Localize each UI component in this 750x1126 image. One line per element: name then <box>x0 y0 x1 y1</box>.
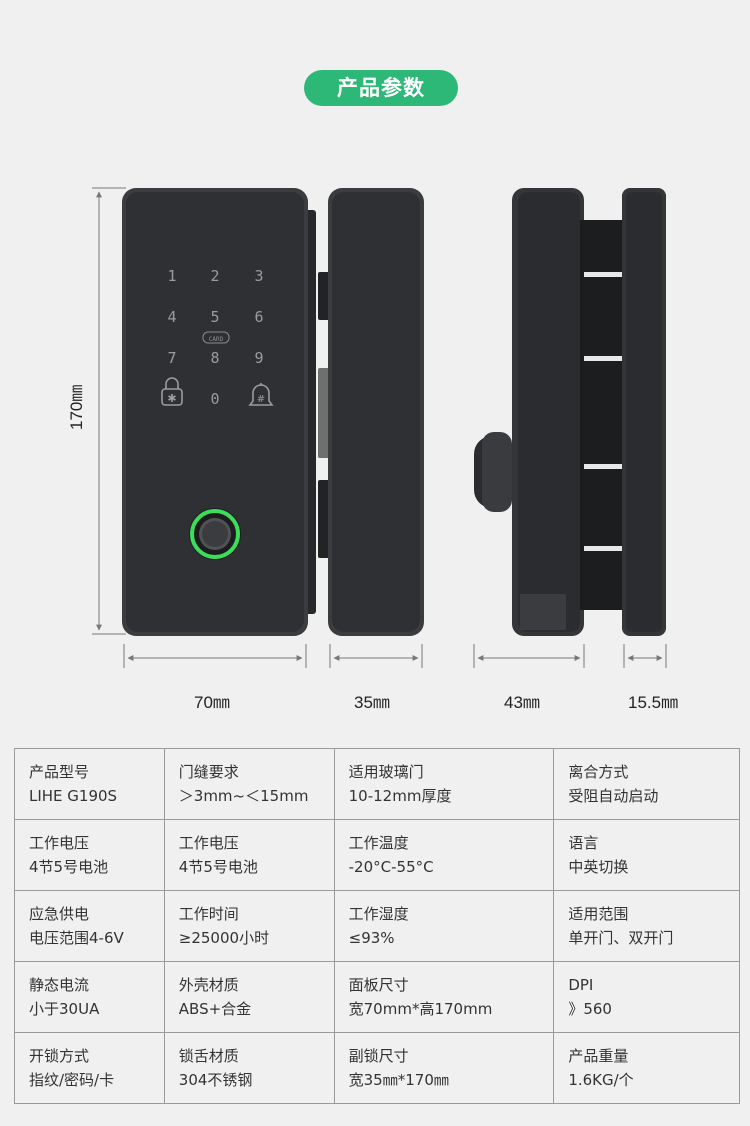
spec-value: ＞3mm~＜15mm <box>178 787 309 805</box>
keypad-key-7: 7 <box>167 349 176 367</box>
spec-cell: 开锁方式指纹/密码/卡 <box>14 1032 165 1104</box>
spec-label: 离合方式 <box>568 763 629 781</box>
back-width-label: 35㎜ <box>354 693 390 712</box>
spec-label: 应急供电 <box>29 905 90 923</box>
spec-label: 外壳材质 <box>178 976 239 994</box>
spec-value: 》560 <box>568 1000 612 1018</box>
keypad-key-2: 2 <box>210 267 219 285</box>
spec-cell: 适用范围单开门、双开门 <box>553 890 740 962</box>
spec-label: 产品重量 <box>568 1047 629 1065</box>
card-label: CARD <box>209 336 224 343</box>
keypad-key-6: 6 <box>254 308 263 326</box>
keypad-key-0: 0 <box>210 390 219 408</box>
spec-row: 静态电流小于30UA 外壳材质 ABS+合金 面板尺寸宽70mm*高170mm DPI 》… <box>14 961 740 1033</box>
spec-label: 副锁尺寸 <box>348 1047 409 1065</box>
height-label: 170㎜ <box>67 384 86 430</box>
strike-depth-dimension <box>623 644 667 668</box>
spec-label: 静态电流 <box>29 976 90 994</box>
spec-label: 适用玻璃门 <box>348 763 424 781</box>
spec-value: 单开门、双开门 <box>568 929 674 947</box>
spec-label: 工作电压 <box>178 834 239 852</box>
fingerprint-sensor <box>189 508 241 560</box>
height-dimension-line <box>92 187 126 635</box>
spec-cell: 适用玻璃门 10-12mm厚度 <box>333 748 555 820</box>
spec-label: 语言 <box>568 834 599 852</box>
spec-label: DPI <box>568 976 594 994</box>
card-reader-badge <box>202 331 230 344</box>
lock-icon: ✱ <box>161 377 183 406</box>
svg-text:✱: ✱ <box>167 392 176 405</box>
spec-row: 应急供电电压范围4-6V 工作时间 ≥25000小时 工作湿度 ≤93% 适用范围单开门、… <box>14 890 740 962</box>
keypad-key-1: 1 <box>167 267 176 285</box>
front-lock-panel <box>122 188 316 636</box>
spec-label: 适用范围 <box>568 905 629 923</box>
side-view <box>474 188 666 636</box>
side-depth-label: 43㎜ <box>504 693 540 712</box>
spec-cell: 工作温度 -20°C-55°C <box>333 819 555 891</box>
spec-value: 10-12mm厚度 <box>348 787 452 805</box>
keypad-key-4: 4 <box>167 308 176 326</box>
spec-value: ABS+合金 <box>178 1000 252 1018</box>
product-diagram: 1 2 3 4 5 6 7 8 9 0 CARD ✱ # <box>92 187 667 668</box>
rear-strike-plate <box>318 188 424 636</box>
spec-cell: 外壳材质 ABS+合金 <box>163 961 335 1033</box>
spec-value: 4节5号电池 <box>29 858 109 876</box>
spec-value: 4节5号电池 <box>178 858 258 876</box>
spec-cell: 离合方式受阻自动启动 <box>553 748 740 820</box>
spec-label: 锁舌材质 <box>178 1047 239 1065</box>
front-width-label: 70㎜ <box>194 693 230 712</box>
spec-label: 产品型号 <box>29 763 90 781</box>
spec-cell: 工作电压 4节5号电池 <box>14 819 165 891</box>
spec-cell: 应急供电电压范围4-6V <box>14 890 165 962</box>
spec-value: 指纹/密码/卡 <box>29 1071 115 1089</box>
spec-cell: 工作时间 ≥25000小时 <box>163 890 335 962</box>
spec-cell: 工作电压 4节5号电池 <box>163 819 335 891</box>
spec-value: -20°C-55°C <box>348 858 434 876</box>
spec-value: 304不锈钢 <box>178 1071 253 1089</box>
spec-value: ≤93% <box>348 929 395 947</box>
spec-value: 小于30UA <box>29 1000 100 1018</box>
page-title: 产品参数 <box>304 70 458 106</box>
spec-value: 1.6KG/个 <box>568 1071 634 1089</box>
spec-value: ≥25000小时 <box>178 929 270 947</box>
spec-cell: 工作湿度 ≤93% <box>333 890 555 962</box>
spec-value: 宽70mm*高170mm <box>348 1000 493 1018</box>
spec-cell: 产品型号 LIHE G190S <box>14 748 165 820</box>
spec-cell: DPI 》560 <box>553 961 740 1033</box>
spec-label: 面板尺寸 <box>348 976 409 994</box>
strike-depth-label: 15.5㎜ <box>628 693 679 712</box>
doorbell-icon: # <box>248 383 274 406</box>
spec-value: 电压范围4-6V <box>29 929 124 947</box>
side-depth-dimension <box>473 644 585 668</box>
spec-cell: 语言中英切换 <box>553 819 740 891</box>
spec-cell: 产品重量 1.6KG/个 <box>553 1032 740 1104</box>
spec-label: 工作温度 <box>348 834 409 852</box>
spec-label: 开锁方式 <box>29 1047 90 1065</box>
spec-row: 产品型号 LIHE G190S 门缝要求 ＞3mm~＜15mm 适用玻璃门 10-12mm… <box>14 748 740 820</box>
front-width-dimension <box>123 644 307 668</box>
spec-cell: 静态电流小于30UA <box>14 961 165 1033</box>
spec-label: 工作时间 <box>178 905 239 923</box>
keypad: 1 2 3 4 5 6 7 8 9 0 CARD <box>167 267 263 408</box>
keypad-key-3: 3 <box>254 267 263 285</box>
keypad-key-5: 5 <box>210 308 219 326</box>
svg-text:#: # <box>257 394 265 405</box>
spec-cell: 锁舌材质 304不锈钢 <box>163 1032 335 1104</box>
spec-cell: 副锁尺寸宽35㎜*170㎜ <box>333 1032 555 1104</box>
spec-table: 产品型号 LIHE G190S 门缝要求 ＞3mm~＜15mm 适用玻璃门 10-12mm… <box>14 748 740 1104</box>
spec-value: LIHE G190S <box>29 787 118 805</box>
back-width-dimension <box>329 644 423 668</box>
spec-cell: 门缝要求 ＞3mm~＜15mm <box>163 748 335 820</box>
spec-value: 受阻自动启动 <box>568 787 659 805</box>
spec-label: 门缝要求 <box>178 763 239 781</box>
spec-value: 宽35㎜*170㎜ <box>348 1071 449 1089</box>
spec-label: 工作湿度 <box>348 905 409 923</box>
keypad-key-8: 8 <box>210 349 219 367</box>
spec-cell: 面板尺寸宽70mm*高170mm <box>333 961 555 1033</box>
keypad-key-9: 9 <box>254 349 263 367</box>
spec-label: 工作电压 <box>29 834 90 852</box>
spec-value: 中英切换 <box>568 858 629 876</box>
